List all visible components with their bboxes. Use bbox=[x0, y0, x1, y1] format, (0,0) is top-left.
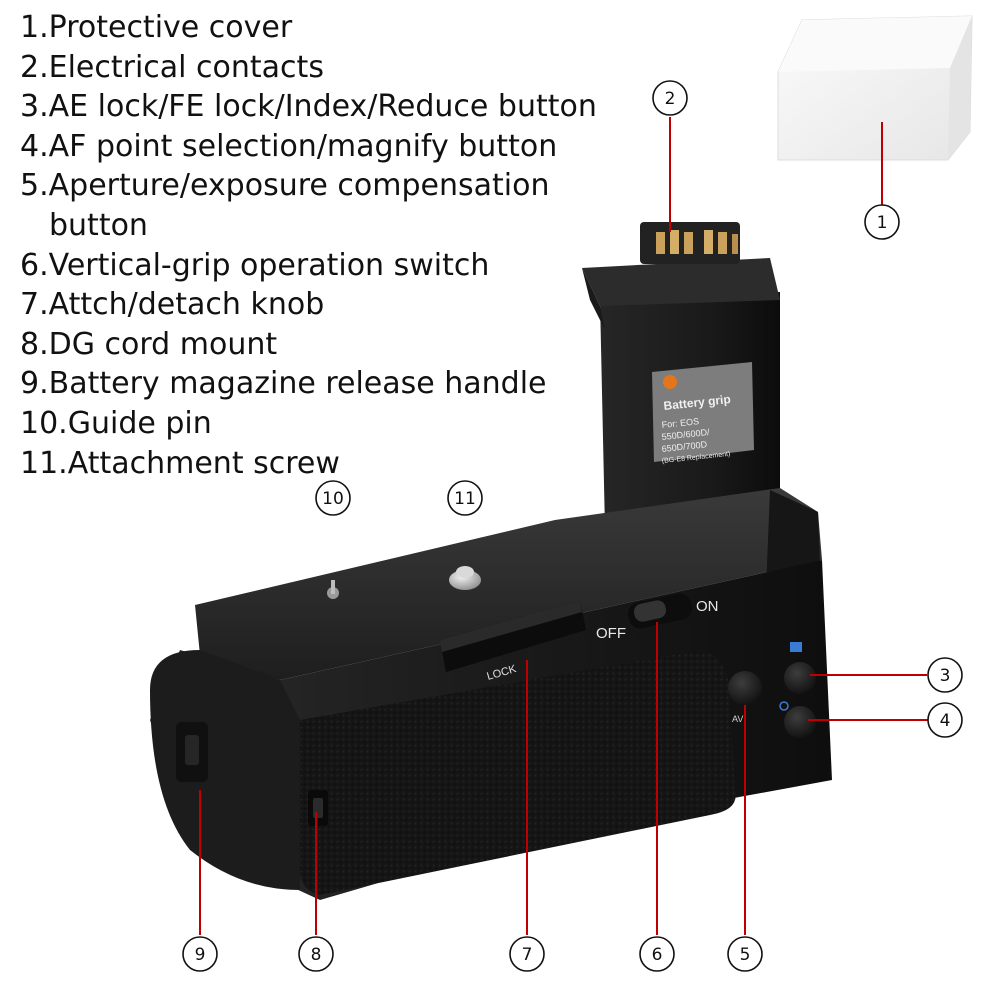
dg-cord-mount bbox=[308, 790, 328, 826]
legend-item-2: 2.Electrical contacts bbox=[20, 49, 324, 85]
svg-text:10: 10 bbox=[322, 489, 344, 509]
aperture-button: AV bbox=[728, 671, 762, 724]
legend-item-8: 8.DG cord mount bbox=[20, 326, 278, 362]
svg-text:5: 5 bbox=[740, 945, 751, 965]
callout-5: 5 bbox=[727, 936, 763, 972]
svg-text:3: 3 bbox=[940, 666, 951, 686]
legend-item-3: 3.AE lock/FE lock/Index/Reduce button bbox=[20, 89, 597, 125]
svg-text:1: 1 bbox=[877, 213, 888, 233]
sticker-line-3: 650D/700D bbox=[661, 439, 708, 454]
legend-item-9: 9.Battery magazine release handle bbox=[20, 366, 547, 402]
callouts: 1 2 3 4 5 6 7 8 9 10 11 bbox=[182, 80, 963, 972]
svg-text:6: 6 bbox=[652, 945, 663, 965]
callout-11: 11 bbox=[447, 480, 483, 516]
aperture-button-label: AV bbox=[732, 714, 743, 724]
callout-10: 10 bbox=[315, 480, 351, 516]
callout-1: 1 bbox=[864, 204, 900, 240]
svg-text:4: 4 bbox=[940, 711, 951, 731]
legend-item-1: 1.Protective cover bbox=[20, 10, 293, 45]
svg-text:9: 9 bbox=[195, 945, 206, 965]
af-point-button bbox=[779, 701, 816, 738]
callout-2: 2 bbox=[652, 80, 688, 116]
callout-7: 7 bbox=[509, 936, 545, 972]
svg-text:7: 7 bbox=[522, 945, 533, 965]
switch-off-label: OFF bbox=[596, 625, 626, 642]
callout-4: 4 bbox=[927, 702, 963, 738]
ae-lock-button bbox=[784, 642, 816, 694]
vertical-grip-switch: OFF ON bbox=[596, 593, 719, 642]
battery-grip-sticker: Battery grip For: EOS 550D/600D/ 650D/70… bbox=[652, 362, 754, 465]
legend-item-10: 10.Guide pin bbox=[20, 405, 212, 441]
callout-6: 6 bbox=[639, 936, 675, 972]
leader-lines bbox=[199, 117, 928, 935]
switch-on-label: ON bbox=[696, 598, 719, 615]
svg-text:2: 2 bbox=[665, 89, 676, 109]
legend: 1.Protective cover 2.Electrical contacts… bbox=[20, 8, 620, 483]
legend-item-11: 11.Attachment screw bbox=[20, 445, 340, 481]
legend-item-4: 4.AF point selection/magnify button bbox=[20, 128, 558, 164]
callout-8: 8 bbox=[298, 936, 334, 972]
electrical-contacts bbox=[656, 230, 738, 254]
battery-release-handle bbox=[176, 722, 208, 782]
protective-cover bbox=[777, 15, 973, 161]
attachment-screw bbox=[449, 566, 481, 590]
grip-body: LOCK OFF ON AV bbox=[150, 488, 832, 900]
battery-magazine: Battery grip For: EOS 550D/600D/ 650D/70… bbox=[582, 222, 780, 530]
svg-text:11: 11 bbox=[454, 489, 476, 509]
guide-pin bbox=[327, 580, 339, 599]
legend-item-5-continuation: button bbox=[49, 207, 148, 243]
callout-9: 9 bbox=[182, 936, 218, 972]
legend-item-6: 6.Vertical-grip operation switch bbox=[20, 247, 490, 283]
sticker-line-1: For: EOS bbox=[661, 416, 699, 430]
callout-3: 3 bbox=[927, 657, 963, 693]
attach-detach-knob: LOCK bbox=[440, 600, 586, 683]
legend-item-7: 7.Attch/detach knob bbox=[20, 287, 325, 323]
svg-text:8: 8 bbox=[311, 945, 322, 965]
